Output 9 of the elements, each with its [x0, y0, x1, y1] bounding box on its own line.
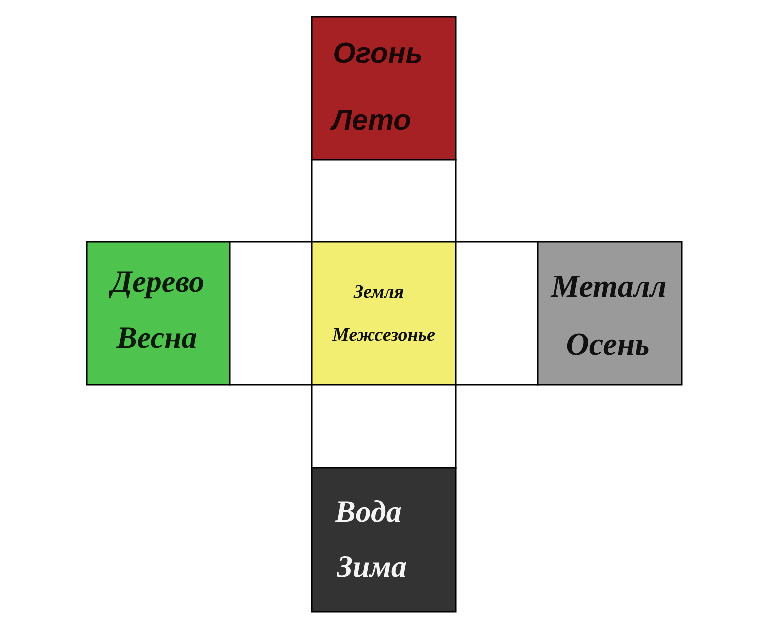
- empty-box: [311, 159, 457, 243]
- element-box: Вода Зима: [311, 467, 457, 613]
- element-box: Дерево Весна: [86, 241, 231, 386]
- empty-box: [311, 384, 457, 469]
- element-box: Металл Осень: [537, 241, 683, 386]
- element-box: Огонь Лето: [311, 16, 457, 161]
- empty-box: [229, 241, 313, 386]
- empty-box: [455, 241, 539, 386]
- element-box: Земля Межсезонье: [311, 241, 457, 386]
